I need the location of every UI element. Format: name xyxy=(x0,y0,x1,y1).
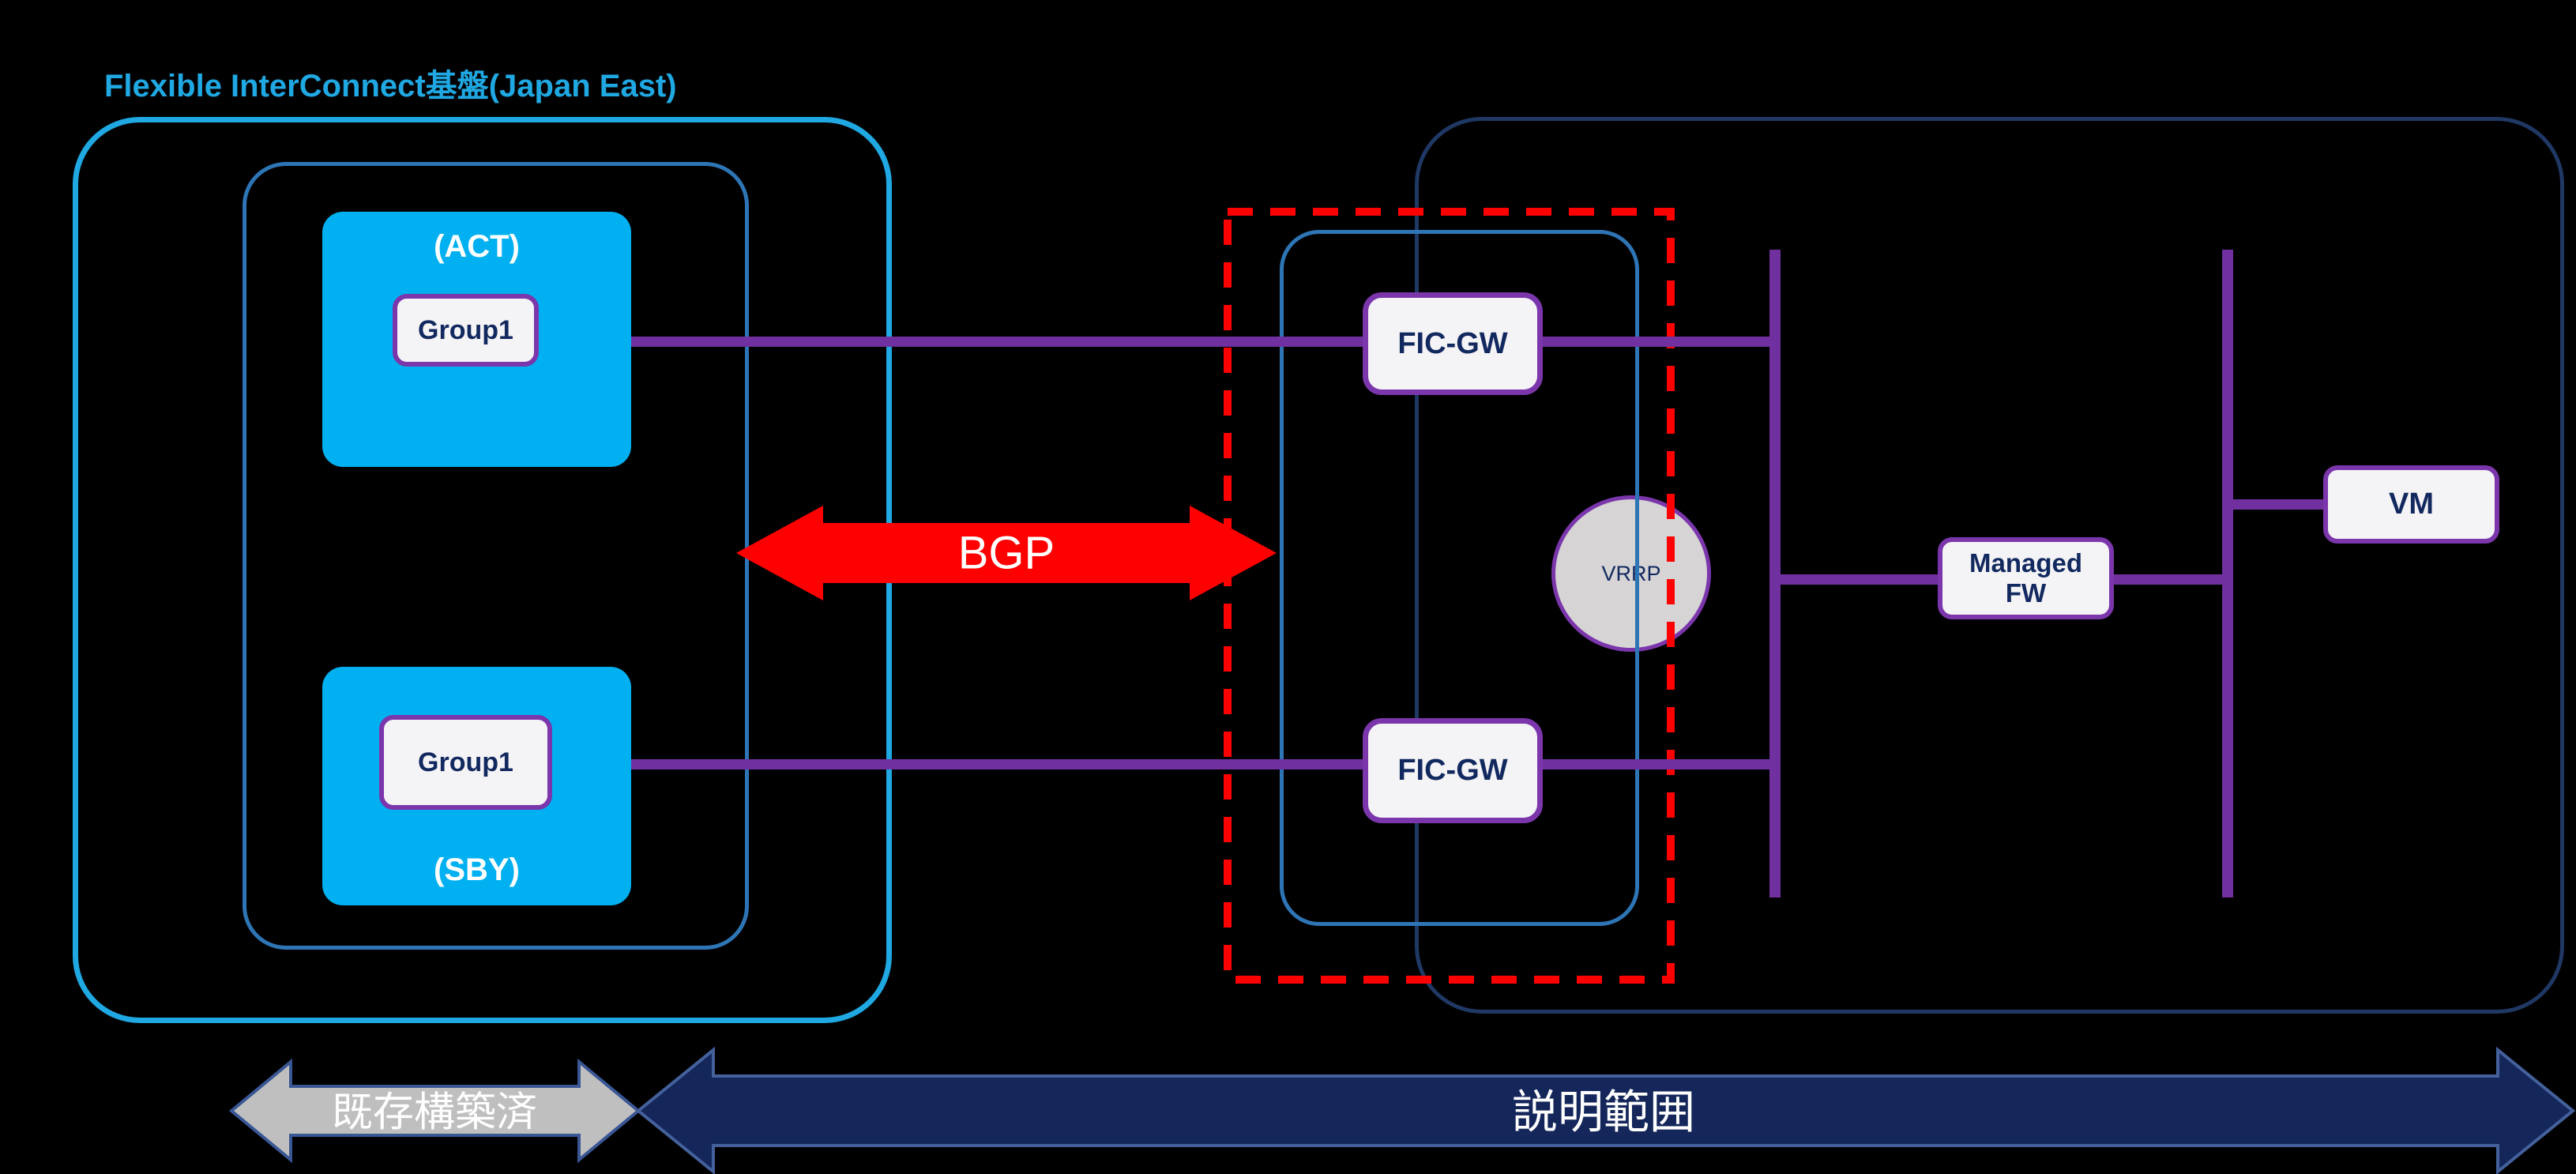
network-bus-left xyxy=(1769,250,1781,897)
existing-arrow-shape xyxy=(228,1058,641,1164)
act-label: (ACT) xyxy=(434,229,520,264)
group1-sby-box: Group1 xyxy=(379,715,552,810)
group1-act-label: Group1 xyxy=(418,314,513,345)
fic-gw-top-box: FIC-GW xyxy=(1363,292,1543,395)
scope-arrow-shape xyxy=(635,1046,2576,1174)
group1-act-box: Group1 xyxy=(393,294,539,367)
connection-line-vm xyxy=(2228,499,2323,510)
vm-label: VM xyxy=(2389,487,2434,521)
fic-gw-bottom-box: FIC-GW xyxy=(1363,718,1543,823)
bgp-arrow-label: BGP xyxy=(958,527,1055,578)
network-bus-right xyxy=(2222,250,2233,897)
group1-sby-label: Group1 xyxy=(418,747,513,777)
connection-line-act-to-bus xyxy=(631,337,1775,347)
scope-arrow-label: 説明範囲 xyxy=(1512,1086,1695,1138)
managed-fw-box: Managed FW xyxy=(1938,537,2114,619)
fic-gw-bottom-label: FIC-GW xyxy=(1397,754,1508,787)
managed-fw-label: Managed FW xyxy=(1969,548,2083,608)
connection-line-sby-to-bus xyxy=(631,759,1775,769)
sby-label: (SBY) xyxy=(434,852,520,887)
page-title: Flexible InterConnect基盤(Japan East) xyxy=(104,69,677,103)
fic-gw-top-label: FIC-GW xyxy=(1397,326,1508,360)
existing-arrow-label: 既存構築済 xyxy=(332,1090,537,1136)
vm-box: VM xyxy=(2323,465,2499,544)
